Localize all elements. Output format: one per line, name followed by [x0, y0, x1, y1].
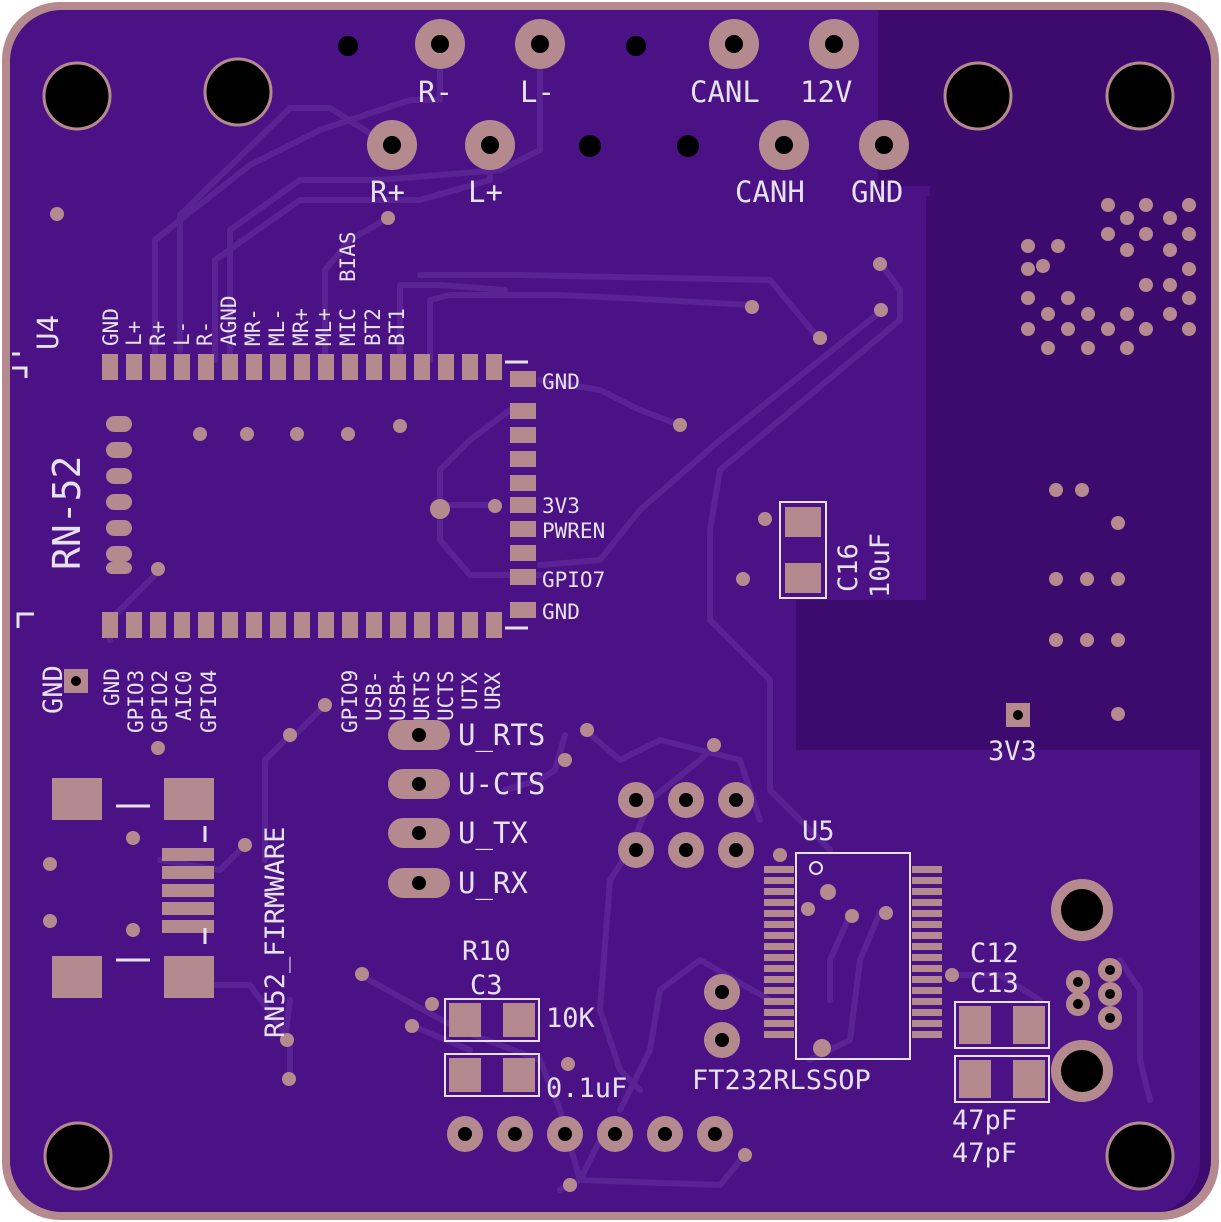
pin-label-bottom: UCTS	[434, 670, 458, 721]
mount-hole-top-mid	[203, 57, 273, 127]
rn52-top-pin-labels: GND L+ R+ L- R- AGND MR- ML- MR+ ML+ MIC…	[99, 231, 409, 346]
label-r-minus: R-	[418, 75, 453, 109]
label-l-minus: L-	[520, 75, 555, 109]
c3-ref: C3	[470, 970, 503, 1001]
label-canl: CANL	[690, 75, 760, 109]
pin-label-bottom: URX	[481, 672, 505, 710]
pad-holes	[383, 35, 1115, 1141]
gnd-test-hole	[71, 676, 81, 686]
pin-label-bottom: GPIO4	[197, 670, 221, 733]
mount-hole-top-right-1	[943, 61, 1013, 131]
drill-holes	[338, 36, 699, 157]
rn52-pads	[102, 354, 536, 638]
gnd-test-label: GND	[38, 665, 69, 714]
u5-footprint	[764, 852, 942, 1060]
c16-value: 10uF	[865, 533, 896, 598]
pin-label-right-gnd-bottom: GND	[542, 600, 580, 624]
pin-label-top: BT2	[361, 308, 385, 346]
rn52-corner-marks	[12, 352, 528, 630]
firmware-label: RN52_FIRMWARE	[260, 827, 291, 1038]
pin-label-bottom: USB-	[362, 670, 386, 721]
vias	[43, 198, 1196, 1192]
label-canh: CANH	[735, 175, 805, 209]
rn52-bottom-pad-row	[102, 612, 502, 638]
v3v3-test-hole	[1013, 710, 1023, 720]
pin-label-bottom: GND	[100, 668, 124, 706]
c12-footprint	[954, 1001, 1050, 1049]
pin-label-right-gpio7: GPIO7	[542, 568, 605, 592]
usb-connector	[52, 778, 214, 998]
uart-pads	[388, 720, 450, 898]
pin-label-top: R+	[146, 321, 170, 346]
c3-footprint	[444, 1053, 540, 1097]
mount-hole-top-left	[42, 61, 112, 131]
mounting-holes	[42, 57, 1175, 1191]
label-r-plus: R+	[370, 175, 405, 209]
u5-value: FT232RLSSOP	[692, 1065, 871, 1096]
r10-footprint	[444, 998, 540, 1042]
pin-label-bottom: GPIO9	[338, 670, 362, 733]
u4-value: RN-52	[45, 456, 89, 570]
mount-hole-top-right-2	[1105, 61, 1175, 131]
pin-label-right-gnd-top: GND	[542, 370, 580, 394]
rn52-bottom-pin-labels: GND GPIO3 GPIO2 AIC0 GPIO4 GPIO9 USB- US…	[100, 668, 505, 733]
u4-ref: U4	[31, 315, 65, 350]
rn52-left-pad-column	[106, 416, 132, 574]
pin-label-top: GND	[99, 308, 123, 346]
label-12v: 12V	[800, 75, 852, 109]
uart-cts-label: U-CTS	[458, 767, 545, 801]
v3v3-test-label: 3V3	[988, 736, 1037, 767]
c3-value: 0.1uF	[546, 1073, 627, 1104]
r10-ref: R10	[462, 936, 511, 967]
label-gnd-header: GND	[851, 175, 903, 209]
pin-label-bottom: URTS	[410, 670, 434, 721]
pin-label-bottom: GPIO2	[148, 670, 172, 733]
c16-ref: C16	[833, 543, 864, 592]
jack-hole-bottom	[1051, 1040, 1113, 1102]
rn52-top-pad-row	[102, 354, 502, 380]
pin-label-bias: BIAS	[336, 231, 360, 282]
c12-value: 47pF	[952, 1105, 1017, 1136]
pin-label-top: MR-	[241, 308, 265, 346]
pin-label-top: R-	[193, 321, 217, 346]
label-l-plus: L+	[468, 175, 503, 209]
pin-label-top: L+	[122, 321, 146, 346]
pin-label-top: BT1	[385, 308, 409, 346]
pin-label-top: ML+	[312, 308, 336, 346]
pin-label-top: MIC	[336, 308, 360, 346]
c12-ref: C12	[970, 938, 1019, 969]
pin-label-top: L-	[170, 321, 194, 346]
u5-ref: U5	[802, 816, 835, 847]
rn52-right-pad-column	[510, 371, 536, 618]
pin-label-bottom: AIC0	[172, 670, 196, 721]
uart-tx-label: U_TX	[458, 816, 528, 851]
uart-rx-label: U_RX	[458, 866, 528, 901]
pin-label-top: AGND	[217, 295, 241, 346]
pin-label-top: ML-	[265, 308, 289, 346]
r10-value: 10K	[546, 1003, 596, 1034]
c13-value: 47pF	[952, 1138, 1017, 1169]
mount-hole-bottom-right	[1105, 1121, 1175, 1191]
c13-footprint	[954, 1055, 1050, 1103]
uart-rts-label: U_RTS	[458, 718, 545, 753]
jack-hole-top	[1051, 879, 1113, 941]
pin-label-right-pwren: PWREN	[542, 519, 605, 543]
c16-footprint	[779, 501, 827, 599]
traces	[107, 37, 1153, 1193]
pin-label-bottom: GPIO3	[124, 670, 148, 733]
pin-label-bottom: UTX	[458, 672, 482, 710]
pin-label-top: MR+	[289, 308, 313, 346]
c13-ref: C13	[970, 968, 1019, 999]
pin-label-bottom: USB+	[386, 670, 410, 721]
pin-label-right-3v3: 3V3	[542, 494, 580, 518]
mount-hole-bottom-left	[43, 1121, 113, 1191]
